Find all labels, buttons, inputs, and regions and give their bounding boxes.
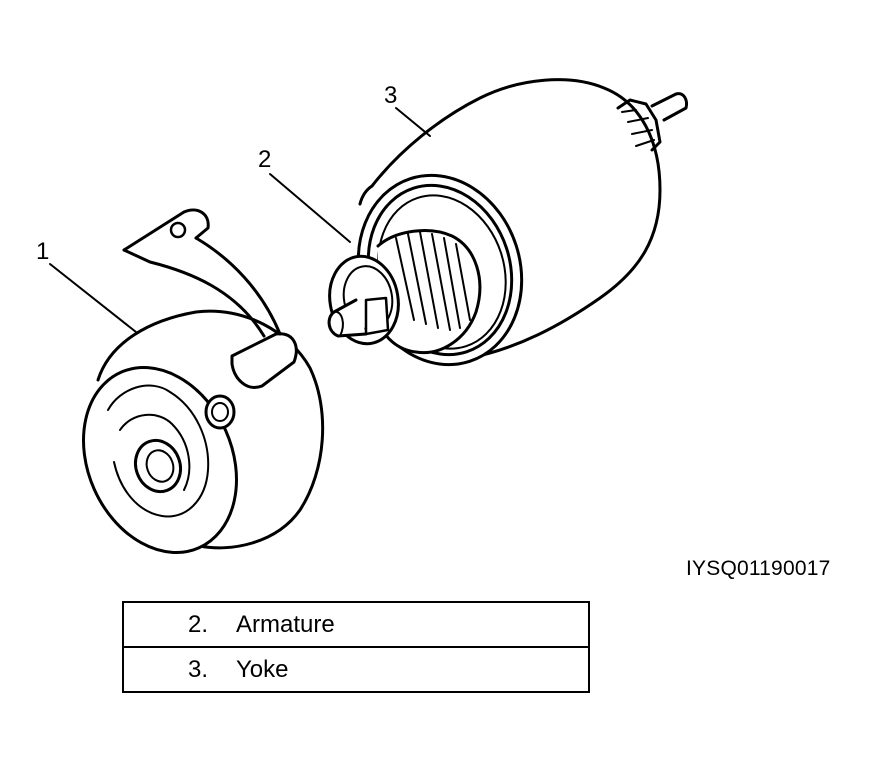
starter-motor-exploded-diagram: [49, 78, 688, 554]
legend-number: 3.: [187, 655, 208, 683]
leader-lines: [49, 107, 431, 333]
callout-number-1: 1: [36, 238, 50, 265]
figure-code: IYSQ01190017: [686, 557, 831, 580]
end-cover-part: [82, 208, 325, 554]
legend-row: 2. Armature: [124, 603, 588, 648]
armature-part: [327, 229, 482, 355]
callout-number-2: 2: [258, 146, 272, 173]
legend-row: 3. Yoke: [124, 648, 588, 691]
legend-number: 2.: [187, 610, 208, 638]
parts-legend-table: 2. Armature 3. Yoke: [122, 601, 590, 693]
yoke-part: [356, 78, 688, 367]
legend-label: Armature: [236, 610, 335, 638]
legend-label: Yoke: [236, 655, 289, 683]
callout-number-3: 3: [384, 82, 398, 109]
